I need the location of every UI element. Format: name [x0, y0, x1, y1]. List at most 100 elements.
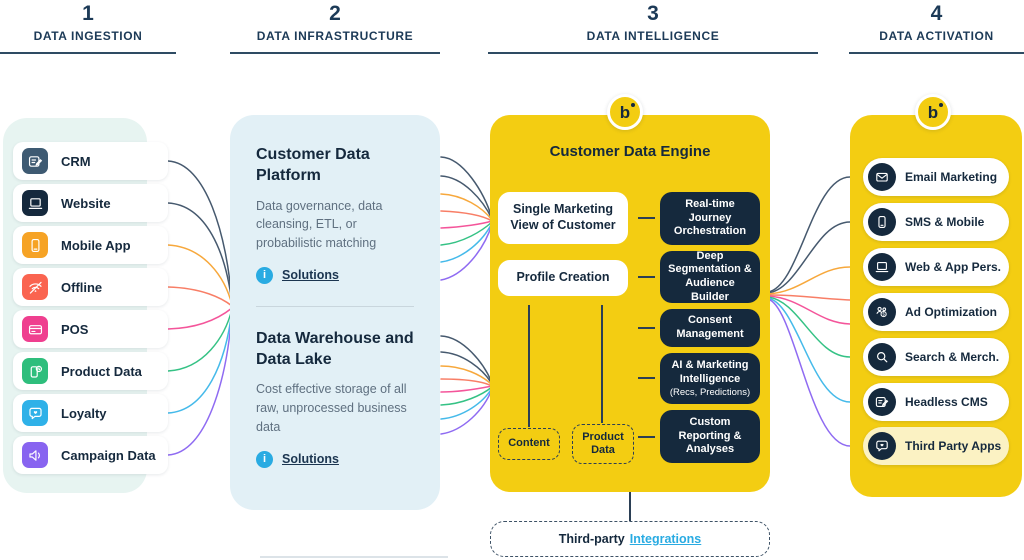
- connector-cdp-8: [440, 223, 493, 281]
- connector-dwh-2: [440, 351, 493, 385]
- connector-dwh-8: [440, 388, 493, 435]
- engine-card-content: Content: [498, 428, 560, 460]
- activation-pill-search-merch: Search & Merch.: [863, 338, 1009, 376]
- activation-pill-web-app: Web & App Pers.: [863, 248, 1009, 286]
- step-label: DATA INGESTION: [33, 29, 143, 43]
- section-title: Customer Data Platform: [256, 146, 370, 184]
- connector-mobile-app: [167, 244, 233, 306]
- source-card-mobile-app: Mobile App: [13, 226, 168, 264]
- connector-cdp-5: [440, 220, 493, 229]
- activation-pill-email: Email Marketing: [863, 158, 1009, 196]
- engine-card-profile-creation: Profile Creation: [498, 260, 628, 296]
- intelligence-panel: Customer Data Engine Single Marketing Vi…: [490, 115, 770, 492]
- step-number: 1: [82, 2, 94, 25]
- product-alert-icon: [22, 358, 48, 384]
- connector-act-cms: [767, 297, 851, 403]
- header-underline: [849, 52, 1024, 54]
- step-label: DATA ACTIVATION: [879, 29, 994, 43]
- source-card-offline: Offline: [13, 268, 168, 306]
- source-card-loyalty: Loyalty: [13, 394, 168, 432]
- connector-dwh-7: [440, 387, 493, 420]
- connector-stub: [638, 217, 655, 219]
- third-party-label: Third-party: [558, 532, 625, 546]
- solutions-link-dwh[interactable]: Solutions: [282, 452, 339, 467]
- engine-vline-product: [601, 305, 603, 423]
- source-card-product-data: Product Data: [13, 352, 168, 390]
- integrations-link[interactable]: Integrations: [629, 532, 702, 546]
- source-card-campaign-data: Campaign Data: [13, 436, 168, 474]
- connector-dwh-3: [440, 365, 493, 386]
- magnifier-icon: [868, 343, 896, 371]
- engine-title: Customer Data Engine: [549, 143, 711, 160]
- activation-pill-third-party-apps: Third Party Apps: [863, 427, 1009, 465]
- connector-dwh-6: [440, 386, 493, 406]
- source-card-pos: POS: [13, 310, 168, 348]
- brand-logo: b: [927, 102, 944, 122]
- connector-cdp-2: [440, 175, 493, 220]
- audience-dollar-icon: $: [868, 298, 896, 326]
- connector-stub: [638, 377, 655, 379]
- step-number: 4: [930, 2, 943, 25]
- infrastructure-panel: Customer Data Platform Data governance, …: [230, 115, 440, 510]
- svg-text:$: $: [882, 312, 885, 317]
- header-data-intelligence: 3 DATA INTELLIGENCE: [488, 2, 818, 54]
- connector-dwh-4: [440, 378, 493, 387]
- connector-cdp-6: [440, 221, 493, 246]
- header-data-ingestion: 1 DATA INGESTION: [0, 2, 176, 54]
- envelope-icon: [868, 163, 896, 191]
- source-card-crm: CRM: [13, 142, 168, 180]
- connector-dwh-5: [440, 385, 493, 393]
- section-description: Data governance, data cleansing, ETL, or…: [256, 198, 383, 251]
- header-underline: [230, 52, 440, 54]
- section-title: Data Warehouse and Data Lake: [256, 329, 414, 368]
- engine-vline-content: [528, 305, 530, 427]
- section-description: Cost effective storage of all raw, unpro…: [256, 382, 407, 434]
- laptop-icon: [22, 190, 48, 216]
- engine-card-ai: AI & Marketing Intelligence (Recs, Predi…: [660, 353, 760, 404]
- chat-heart-icon: [22, 400, 48, 426]
- connector-loyalty: [167, 309, 233, 414]
- header-underline: [0, 52, 176, 54]
- infra-section-dwh: Data Warehouse and Data Lake Cost effect…: [256, 329, 414, 468]
- connector-act-ad2: [767, 295, 851, 325]
- connector-stub: [638, 327, 655, 329]
- third-party-integrations-box: Third-party Integrations: [490, 521, 770, 557]
- engine-card-segmentation: Deep Segmentation & Audience Builder: [660, 250, 760, 303]
- megaphone-icon: [22, 442, 48, 468]
- info-icon: i: [256, 266, 273, 284]
- ingestion-panel: CRM Website Mobile App Offline POS: [3, 118, 168, 493]
- connector-act-sms: [767, 221, 851, 294]
- activation-pill-sms: SMS & Mobile: [863, 203, 1009, 241]
- connector-cdp-3: [440, 193, 493, 221]
- document-edit-icon: [22, 148, 48, 174]
- source-card-website: Website: [13, 184, 168, 222]
- activation-pill-ad-optimization: $ Ad Optimization: [863, 293, 1009, 331]
- step-label: DATA INFRASTRUCTURE: [256, 29, 414, 43]
- connector-act-email: [767, 176, 851, 293]
- credit-card-icon: [22, 316, 48, 342]
- connector-pos: [167, 307, 233, 330]
- step-label: DATA INTELLIGENCE: [586, 29, 720, 43]
- document-edit-icon: [868, 388, 896, 416]
- header-data-infrastructure: 2 DATA INFRASTRUCTURE: [230, 2, 440, 54]
- connector-cdp-7: [440, 222, 493, 263]
- engine-card-consent: Consent Management: [660, 309, 760, 347]
- connector-cdp-4: [440, 210, 493, 222]
- connector-website: [167, 202, 233, 305]
- connector-cdp-1: [440, 156, 493, 219]
- solutions-link-cdp[interactable]: Solutions: [282, 268, 339, 283]
- engine-card-journey: Real-time Journey Orchestration: [660, 192, 760, 245]
- connector-stub: [638, 436, 655, 438]
- section-divider: [256, 305, 414, 307]
- engine-card-single-view: Single Marketing View of Customer: [498, 192, 628, 244]
- header-underline: [488, 52, 818, 54]
- connector-act-web: [767, 266, 851, 295]
- engine-card-reporting: Custom Reporting & Analyses: [660, 410, 760, 463]
- activation-panel: Email Marketing SMS & Mobile Web & App P…: [850, 115, 1022, 497]
- connector-act-search: [767, 296, 851, 358]
- activation-pill-headless-cms: Headless CMS: [863, 383, 1009, 421]
- connector-offline: [167, 286, 233, 307]
- brand-badge-activation: b: [915, 94, 951, 130]
